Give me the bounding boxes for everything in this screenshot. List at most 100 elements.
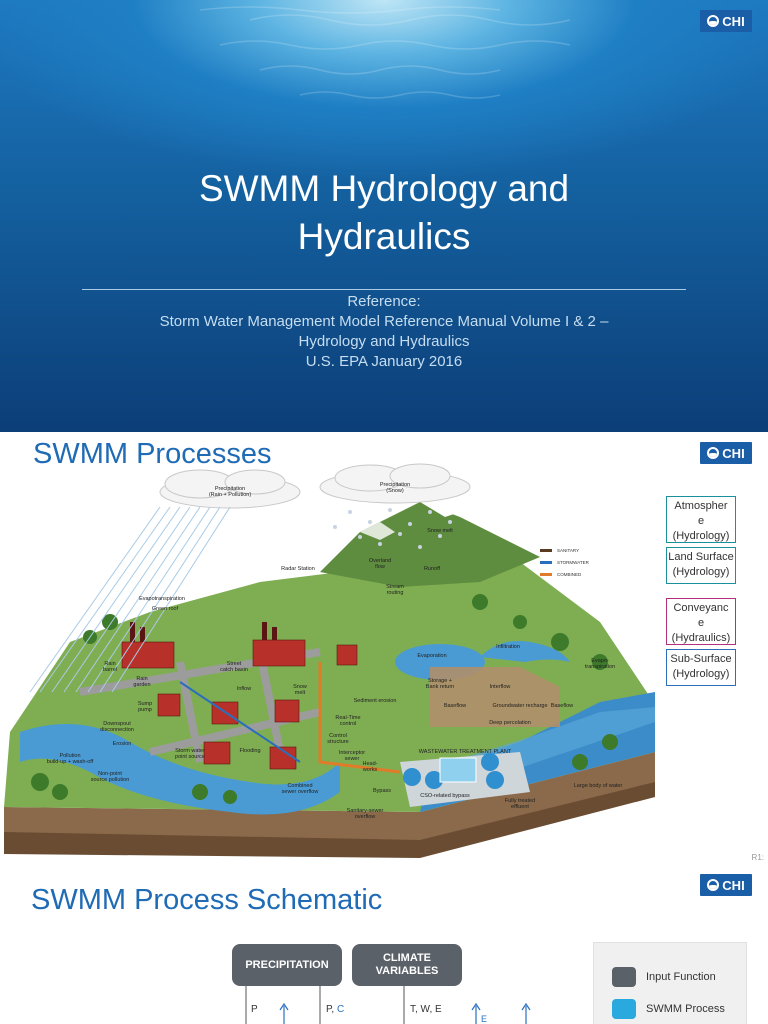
label-flooding: Flooding — [239, 748, 260, 754]
legend-land-surface-line1: Land Surface — [668, 551, 734, 563]
processes-slide: SWMM Processes CHI — [0, 432, 768, 864]
chi-logo-icon — [707, 447, 720, 459]
reference-date: U.S. EPA January 2016 — [305, 353, 463, 370]
land-surface — [4, 522, 655, 812]
legend-land-surface: Land Surface (Hydrology) — [666, 547, 736, 584]
key-label-combined: COMBINED — [557, 572, 582, 577]
label-erosion: Erosion — [113, 741, 132, 747]
climate-label-line1: CLIMATE — [382, 952, 432, 964]
label-large-body-of-water: Large body of water — [574, 783, 623, 789]
river — [20, 724, 340, 815]
schematic-connectors — [245, 986, 531, 1024]
chi-logo-text: CHI — [722, 877, 745, 893]
factory-building — [121, 641, 175, 669]
label-infiltration: Infiltration — [496, 644, 520, 650]
flow-label-pc-c: C — [336, 1004, 345, 1015]
legend-swatch-input — [612, 967, 636, 987]
precipitation-label: PRECIPITATION — [245, 958, 329, 971]
house — [157, 693, 181, 717]
slide-title: SWMM Hydrology and Hydraulics — [84, 165, 684, 261]
key-swatch-combined — [540, 573, 552, 576]
legend-input-function: Input Function — [612, 967, 716, 987]
label-precipitation-rain: Precipitation(Rain + Pollution) — [209, 486, 252, 498]
key-label-sanitary: SANITARY — [557, 548, 579, 553]
legend-swatch-process — [612, 999, 636, 1019]
flow-label-e: E — [481, 1014, 488, 1024]
flow-label-pc: P, C — [326, 1004, 344, 1015]
house — [336, 644, 358, 666]
legend-sub-surface: Sub-Surface (Hydrology) — [666, 649, 736, 686]
label-sediment-erosion: Sediment erosion — [354, 698, 397, 704]
label-wwtp: WASTEWATER TREATMENT PLANT — [419, 749, 512, 755]
climate-variables-box: CLIMATE VARIABLES — [352, 944, 462, 986]
flow-label-twe: T, W, E — [410, 1004, 442, 1015]
legend-input-label: Input Function — [646, 971, 716, 983]
water-ripples-background — [199, 6, 571, 99]
factory-building — [252, 639, 306, 667]
label-cso-bypass: CSO-related bypass — [420, 793, 470, 799]
legend-atmosphere-line1: Atmospher — [674, 500, 728, 512]
label-headworks: Head-works — [362, 761, 378, 773]
legend-atmosphere-line2: e — [697, 515, 705, 527]
legend-conveyance-line3: (Hydraulics) — [671, 632, 731, 644]
title-slide: CHI SWMM Hydrology and Hydraulics Refere… — [0, 0, 768, 432]
legend-conveyance-line2: e — [697, 617, 705, 629]
key-swatch-stormwater — [540, 561, 552, 564]
swmm-processes-illustration: Precipitation(Rain + Pollution) Precipit… — [4, 463, 655, 858]
chi-logo-text: CHI — [722, 445, 745, 461]
chi-logo-text: CHI — [722, 13, 745, 29]
label-storage: Storage +Bank return — [426, 678, 454, 690]
slide-title-line2: Hydraulics — [297, 216, 471, 257]
reference-title: Storm Water Management Model Reference M… — [159, 313, 609, 330]
title-divider — [82, 289, 686, 290]
label-radar-station: Radar Station — [281, 566, 315, 572]
slide-number: R1: — [751, 853, 764, 862]
chi-logo: CHI — [700, 442, 752, 464]
legend-sub-surface-line2: (Hydrology) — [672, 668, 730, 680]
reference-block: Reference: Storm Water Management Model … — [40, 292, 728, 372]
reference-subtitle: Hydrology and Hydraulics — [298, 333, 470, 350]
key-swatch-sanitary — [540, 549, 552, 552]
house — [203, 741, 231, 765]
label-evapotranspiration-right: Evapo-transpiration — [585, 658, 615, 670]
chi-logo-icon — [707, 879, 720, 891]
label-green-roof: Green roof — [152, 606, 179, 612]
legend-atmosphere-line3: (Hydrology) — [672, 530, 730, 542]
legend-swmm-process: SWMM Process — [612, 999, 725, 1019]
schematic-legend: Input Function SWMM Process — [593, 942, 747, 1024]
slide-heading: SWMM Processes — [33, 438, 272, 470]
flow-label-p: P — [251, 1004, 258, 1015]
label-deep-percolation: Deep percolation — [489, 720, 531, 726]
label-groundwater-recharge: Groundwater recharge — [492, 703, 547, 709]
legend-sub-surface-line1: Sub-Surface — [670, 653, 732, 665]
label-baseflow-right: Baseflow — [551, 703, 573, 709]
label-evaporation: Evaporation — [417, 653, 446, 659]
legend-atmosphere: Atmospher e (Hydrology) — [666, 496, 736, 543]
label-runoff: Runoff — [424, 566, 441, 572]
legend-land-surface-line2: (Hydrology) — [672, 566, 730, 578]
label-inflow: Inflow — [237, 686, 251, 692]
chi-logo-icon — [707, 15, 720, 27]
precipitation-box: PRECIPITATION — [232, 944, 342, 986]
legend-conveyance: Conveyanc e (Hydraulics) — [666, 598, 736, 645]
slide-heading: SWMM Process Schematic — [31, 884, 383, 916]
chi-logo: CHI — [700, 10, 752, 32]
legend-process-label: SWMM Process — [646, 1003, 725, 1015]
climate-label-line2: VARIABLES — [375, 965, 439, 977]
label-snow-melt: Snow melt — [427, 528, 453, 534]
chi-logo: CHI — [700, 874, 752, 896]
reference-label: Reference: — [347, 293, 421, 310]
label-interflow: Interflow — [490, 684, 511, 690]
